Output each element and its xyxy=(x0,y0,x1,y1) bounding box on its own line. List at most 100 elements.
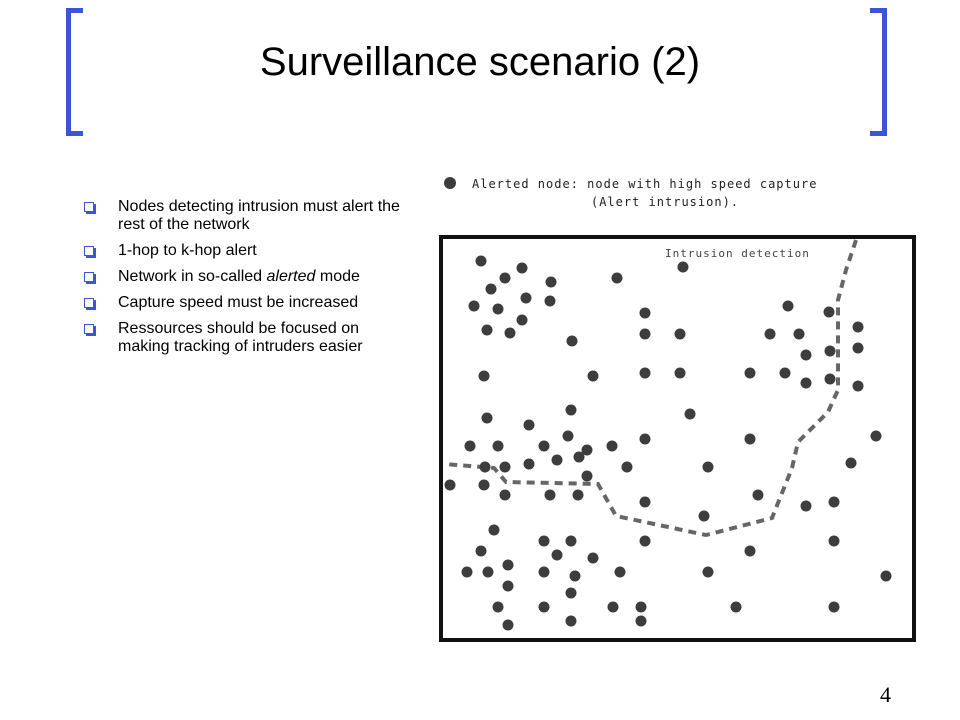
sensor-node xyxy=(538,566,550,578)
bullet-text: Capture speed must be increased xyxy=(118,294,359,311)
bullet-text: Ressources should be focused on making t… xyxy=(118,320,363,355)
sensor-node xyxy=(744,433,756,445)
sensor-node xyxy=(730,601,742,613)
square-bullet-icon xyxy=(84,324,94,334)
sensor-node xyxy=(606,440,618,452)
sensor-node xyxy=(852,321,864,333)
sensor-node xyxy=(551,549,563,561)
sensor-node xyxy=(516,314,528,326)
legend-node-icon xyxy=(444,177,456,189)
bullet-text-part: Network in so-called xyxy=(118,268,267,285)
sensor-node xyxy=(523,419,535,431)
sensor-node xyxy=(752,489,764,501)
sensor-node xyxy=(581,444,593,456)
bullet-item: Capture speed must be increased xyxy=(84,294,404,312)
sensor-node xyxy=(544,489,556,501)
intrusion-detection-label: Intrusion detection xyxy=(665,247,810,260)
sensor-node xyxy=(481,324,493,336)
bullet-item: Network in so-called alerted mode xyxy=(84,268,404,286)
sensor-node xyxy=(551,454,563,466)
sensor-node xyxy=(824,373,836,385)
sensor-node xyxy=(499,489,511,501)
sensor-node xyxy=(828,535,840,547)
intrusion-path xyxy=(443,239,858,538)
sensor-node xyxy=(444,479,456,491)
bullet-text: Nodes detecting intrusion must alert the… xyxy=(118,198,400,233)
sensor-node xyxy=(538,535,550,547)
sensor-node xyxy=(677,261,689,273)
left-bracket-decoration xyxy=(66,8,83,136)
legend-line-1: Alerted node: node with high speed captu… xyxy=(472,177,817,191)
sensor-node xyxy=(635,601,647,613)
sensor-node xyxy=(828,496,840,508)
sensor-node xyxy=(764,328,776,340)
square-bullet-icon xyxy=(84,272,94,282)
sensor-node xyxy=(702,461,714,473)
sensor-node xyxy=(800,500,812,512)
sensor-node xyxy=(621,461,633,473)
square-bullet-icon xyxy=(84,246,94,256)
sensor-node xyxy=(468,300,480,312)
sensor-node xyxy=(639,433,651,445)
sensor-node xyxy=(587,552,599,564)
sensor-node xyxy=(880,570,892,582)
sensor-node xyxy=(502,580,514,592)
sensor-node xyxy=(852,380,864,392)
sensor-node xyxy=(698,510,710,522)
sensor-node xyxy=(611,272,623,284)
sensor-node xyxy=(635,615,647,627)
sensor-node xyxy=(504,327,516,339)
sensor-node xyxy=(545,276,557,288)
sensor-node xyxy=(639,367,651,379)
sensor-node xyxy=(566,335,578,347)
sensor-node xyxy=(565,535,577,547)
square-bullet-icon xyxy=(84,202,94,212)
bullet-item: Ressources should be focused on making t… xyxy=(84,320,404,356)
sensor-node xyxy=(485,283,497,295)
sensor-node xyxy=(639,496,651,508)
sensor-node xyxy=(565,404,577,416)
bullet-item: Nodes detecting intrusion must alert the… xyxy=(84,198,404,234)
sensor-node xyxy=(478,370,490,382)
sensor-node xyxy=(800,349,812,361)
sensor-node xyxy=(492,303,504,315)
sensor-node xyxy=(492,601,504,613)
legend-line-2: (Alert intrusion). xyxy=(591,195,739,209)
sensor-node xyxy=(478,479,490,491)
sensor-node xyxy=(544,295,556,307)
sensor-node xyxy=(845,457,857,469)
sensor-node xyxy=(481,412,493,424)
sensor-node xyxy=(639,307,651,319)
sensor-node xyxy=(488,524,500,536)
sensor-node xyxy=(800,377,812,389)
sensor-node xyxy=(614,566,626,578)
sensor-node xyxy=(744,367,756,379)
sensor-node xyxy=(684,408,696,420)
sensor-node xyxy=(464,440,476,452)
sensor-node xyxy=(475,255,487,267)
sensor-node xyxy=(870,430,882,442)
sensor-node xyxy=(461,566,473,578)
sensor-node xyxy=(639,328,651,340)
field-frame xyxy=(439,235,916,642)
sensor-node xyxy=(516,262,528,274)
sensor-node xyxy=(482,566,494,578)
sensor-node xyxy=(607,601,619,613)
sensor-node xyxy=(502,559,514,571)
sensor-node xyxy=(824,345,836,357)
sensor-node xyxy=(520,292,532,304)
sensor-node xyxy=(674,328,686,340)
bullet-text: Network in so-called alerted mode xyxy=(118,268,360,285)
sensor-node xyxy=(744,545,756,557)
sensor-node xyxy=(479,461,491,473)
sensor-node xyxy=(852,342,864,354)
sensor-node xyxy=(492,440,504,452)
sensor-node xyxy=(573,451,585,463)
sensor-node xyxy=(587,370,599,382)
sensor-node xyxy=(502,619,514,631)
square-bullet-icon xyxy=(84,298,94,308)
sensor-node xyxy=(475,545,487,557)
slide-title: Surveillance scenario (2) xyxy=(259,40,701,84)
sensor-node xyxy=(523,458,535,470)
